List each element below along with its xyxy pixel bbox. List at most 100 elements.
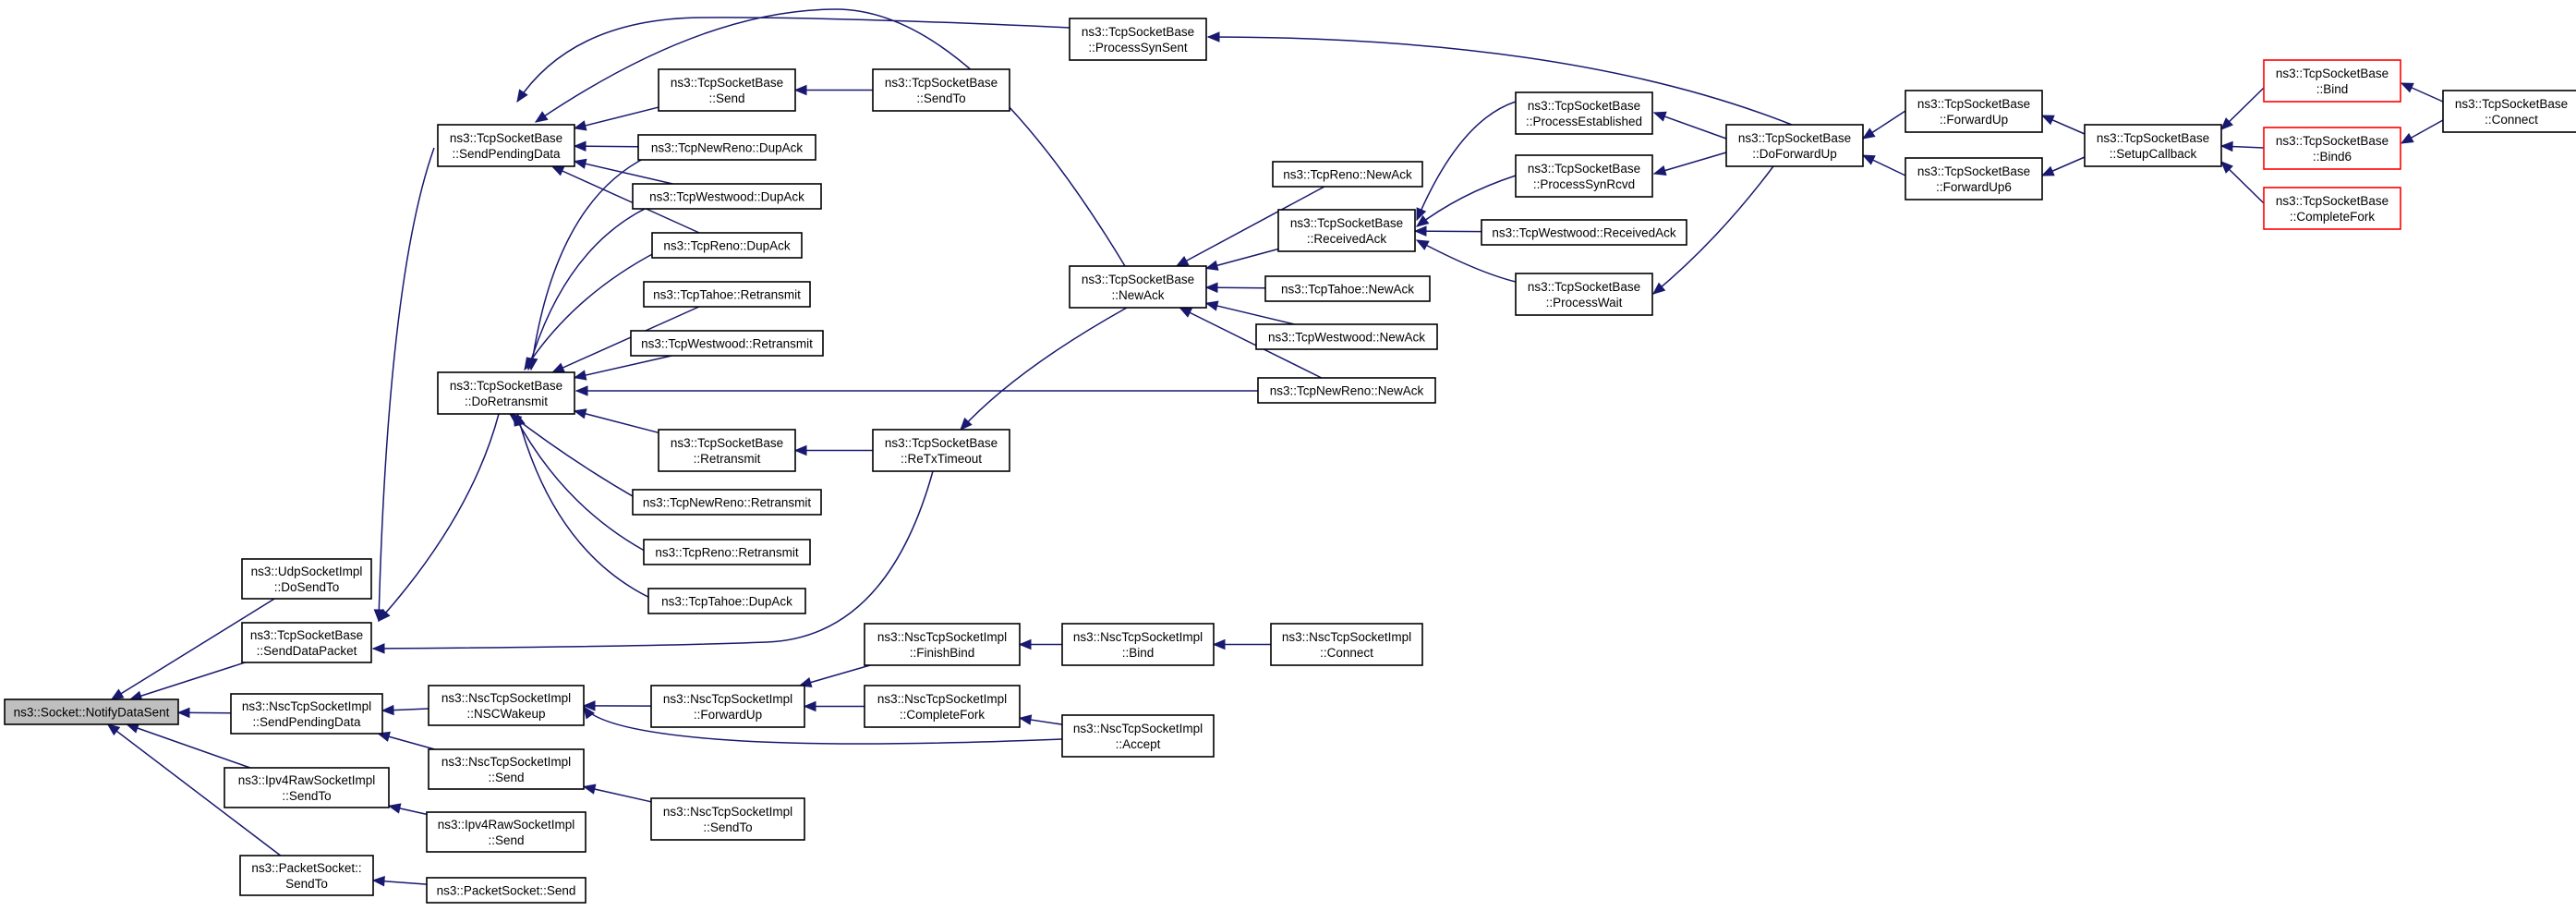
node-tcp-senddatapacket[interactable]: ns3::TcpSocketBase::SendDataPacket bbox=[241, 622, 372, 663]
node-label: ns3::TcpSocketBase bbox=[671, 76, 783, 90]
node-label: ::DoForwardUp bbox=[1752, 147, 1837, 161]
node-box bbox=[239, 855, 374, 896]
edge-reno_retransmit-to-tcp_doretransmit bbox=[513, 412, 652, 555]
edge-westwood_retransmit-to-tcp_doretransmit bbox=[573, 355, 672, 381]
node-nsc-finishbind[interactable]: ns3::NscTcpSocketImpl::FinishBind bbox=[864, 623, 1021, 666]
node-tcp-processsynrcvd[interactable]: ns3::TcpSocketBase::ProcessSynRcvd bbox=[1515, 154, 1653, 198]
node-ipv4raw-send[interactable]: ns3::Ipv4RawSocketImpl::Send bbox=[426, 811, 587, 853]
node-tcp-bind[interactable]: ns3::TcpSocketBase::Bind bbox=[2263, 59, 2401, 103]
edge-tcp_newack-to-tcp_retxtimeout bbox=[960, 307, 1128, 431]
arrowhead bbox=[803, 700, 816, 712]
node-tahoe-dupack[interactable]: ns3::TcpTahoe::DupAck bbox=[647, 588, 806, 614]
node-label: ::ProcessSynSent bbox=[1088, 41, 1188, 55]
node-tcp-doforwardup[interactable]: ns3::TcpSocketBase::DoForwardUp bbox=[1725, 124, 1864, 167]
node-tcp-processestablished[interactable]: ns3::TcpSocketBase::ProcessEstablished bbox=[1515, 91, 1653, 135]
node-label: ::CompleteFork bbox=[2290, 210, 2376, 224]
node-nsc-sendpendingdata[interactable]: ns3::NscTcpSocketImpl::SendPendingData bbox=[230, 693, 383, 735]
node-tcp-newack[interactable]: ns3::TcpSocketBase::NewAck bbox=[1069, 265, 1207, 309]
edge-line bbox=[516, 413, 657, 601]
arrowhead bbox=[1861, 128, 1876, 140]
edge-line bbox=[551, 165, 700, 234]
node-nsc-connect[interactable]: ns3::NscTcpSocketImpl::Connect bbox=[1270, 623, 1423, 666]
node-nsc-nscwakeup[interactable]: ns3::NscTcpSocketImpl::NSCWakeup bbox=[428, 685, 585, 726]
arrowhead bbox=[1652, 111, 1667, 122]
arrowhead bbox=[1018, 638, 1032, 650]
node-label: ns3::TcpSocketBase bbox=[1738, 131, 1851, 145]
edge-reno_dupack-to-tcp_doretransmit bbox=[524, 250, 659, 371]
edge-tcp_connect-to-tcp_bind6 bbox=[2400, 119, 2444, 144]
node-westwood-retransmit[interactable]: ns3::TcpWestwood::Retransmit bbox=[630, 330, 824, 357]
arrowhead bbox=[573, 140, 587, 152]
node-tcp-processsynsent[interactable]: ns3::TcpSocketBase::ProcessSynSent bbox=[1069, 18, 1207, 61]
node-tcp-bind6[interactable]: ns3::TcpSocketBase::Bind6 bbox=[2263, 127, 2401, 170]
node-box bbox=[658, 68, 796, 112]
arrowhead bbox=[1018, 714, 1033, 725]
node-tcp-sendpendingdata[interactable]: ns3::TcpSocketBase::SendPendingData bbox=[437, 124, 575, 167]
node-newreno-dupack[interactable]: ns3::TcpNewReno::DupAck bbox=[637, 134, 816, 161]
edge-westwood_receivedack-to-tcp_receivedack bbox=[1413, 225, 1482, 237]
node-newreno-retransmit[interactable]: ns3::TcpNewReno::Retransmit bbox=[632, 489, 822, 516]
node-label: ns3::NscTcpSocketImpl bbox=[1282, 630, 1411, 644]
edge-tcp_newack-to-tcp_sendpendingdata bbox=[534, 8, 1126, 267]
node-reno-retransmit[interactable]: ns3::TcpReno::Retransmit bbox=[643, 539, 811, 565]
node-tcp-sendto[interactable]: ns3::TcpSocketBase::SendTo bbox=[872, 68, 1010, 112]
edge-line bbox=[1176, 186, 1325, 267]
node-label: ns3::TcpTahoe::Retransmit bbox=[653, 288, 801, 302]
node-tcp-forwardup6[interactable]: ns3::TcpSocketBase::ForwardUp6 bbox=[1905, 157, 2043, 200]
node-ipv4raw-sendto[interactable]: ns3::Ipv4RawSocketImpl::SendTo bbox=[224, 767, 390, 808]
node-packet-send[interactable]: ns3::PacketSocket::Send bbox=[426, 877, 587, 904]
node-westwood-dupack[interactable]: ns3::TcpWestwood::DupAck bbox=[632, 183, 822, 210]
edge-line bbox=[574, 106, 659, 129]
node-reno-dupack[interactable]: ns3::TcpReno::DupAck bbox=[651, 232, 803, 259]
node-label: ::ProcessWait bbox=[1546, 296, 1623, 310]
node-label: ns3::TcpSocketBase bbox=[1528, 280, 1640, 294]
node-nsc-completefork[interactable]: ns3::NscTcpSocketImpl::CompleteFork bbox=[864, 685, 1021, 728]
node-tcp-doretransmit[interactable]: ns3::TcpSocketBase::DoRetransmit bbox=[437, 371, 575, 415]
arrowhead bbox=[387, 803, 402, 814]
node-tcp-processwait[interactable]: ns3::TcpSocketBase::ProcessWait bbox=[1515, 273, 1653, 316]
edge-nsc_forwardup-to-nsc_nscwakeup bbox=[582, 700, 652, 711]
edge-newreno_dupack-to-tcp_sendpendingdata bbox=[573, 140, 639, 152]
node-tcp-forwardup[interactable]: ns3::TcpSocketBase::ForwardUp bbox=[1905, 90, 2043, 133]
node-label: ns3::UdpSocketImpl bbox=[251, 565, 363, 578]
node-tcp-send[interactable]: ns3::TcpSocketBase::Send bbox=[658, 68, 796, 112]
arrowhead bbox=[514, 412, 526, 427]
node-box bbox=[2263, 127, 2401, 170]
node-tcp-retransmit[interactable]: ns3::TcpSocketBase::Retransmit bbox=[658, 429, 796, 472]
node-label: ns3::Ipv4RawSocketImpl bbox=[438, 818, 575, 832]
edge-line bbox=[799, 664, 871, 686]
node-tcp-setupcallback[interactable]: ns3::TcpSocketBase::SetupCallback bbox=[2084, 124, 2222, 167]
node-reno-newack[interactable]: ns3::TcpReno::NewAck bbox=[1272, 161, 1423, 188]
node-box bbox=[1515, 154, 1653, 198]
node-packet-sendto[interactable]: ns3::PacketSocket::SendTo bbox=[239, 855, 374, 896]
edge-line bbox=[574, 160, 673, 185]
node-tcp-connect[interactable]: ns3::TcpSocketBase::Connect bbox=[2442, 90, 2576, 133]
node-nsc-accept[interactable]: ns3::NscTcpSocketImpl::Accept bbox=[1061, 714, 1215, 758]
node-udp-dosendto[interactable]: ns3::UdpSocketImpl::DoSendTo bbox=[241, 558, 372, 600]
arrowhead bbox=[1415, 214, 1430, 227]
node-box bbox=[1061, 623, 1215, 666]
edge-nsc_accept-to-nsc_completefork bbox=[1018, 714, 1063, 725]
node-westwood-receivedack[interactable]: ns3::TcpWestwood::ReceivedAck bbox=[1481, 219, 1687, 246]
node-nsc-sendto[interactable]: ns3::NscTcpSocketImpl::SendTo bbox=[650, 797, 805, 841]
node-tahoe-retransmit[interactable]: ns3::TcpTahoe::Retransmit bbox=[643, 281, 811, 308]
node-tcp-completefork[interactable]: ns3::TcpSocketBase::CompleteFork bbox=[2263, 187, 2401, 230]
edge-tcp_bind-to-tcp_setupcallback bbox=[2220, 87, 2265, 130]
arrowhead bbox=[516, 89, 528, 103]
node-tahoe-newack[interactable]: ns3::TcpTahoe::NewAck bbox=[1264, 275, 1431, 302]
edge-line bbox=[1205, 302, 1295, 325]
node-nsc-bind[interactable]: ns3::NscTcpSocketImpl::Bind bbox=[1061, 623, 1215, 666]
node-nsc-forwardup[interactable]: ns3::NscTcpSocketImpl::ForwardUp bbox=[650, 685, 805, 728]
node-tcp-retxtimeout[interactable]: ns3::TcpSocketBase::ReTxTimeout bbox=[872, 429, 1010, 472]
node-westwood-newack[interactable]: ns3::TcpWestwood::NewAck bbox=[1255, 323, 1438, 350]
edge-newreno_newack-to-tcp_doretransmit bbox=[574, 385, 1258, 396]
node-nsc-send[interactable]: ns3::NscTcpSocketImpl::Send bbox=[428, 748, 585, 790]
edge-nsc_sendto-to-nsc_send bbox=[582, 783, 652, 803]
node-label: ::Send bbox=[708, 91, 744, 105]
node-label: ns3::TcpSocketBase bbox=[1290, 216, 1403, 230]
edge-line bbox=[524, 250, 659, 370]
node-newreno-newack[interactable]: ns3::TcpNewReno::NewAck bbox=[1257, 377, 1436, 404]
node-tcp-receivedack[interactable]: ns3::TcpSocketBase::ReceivedAck bbox=[1277, 209, 1416, 252]
arrowhead bbox=[582, 783, 597, 795]
arrowhead bbox=[798, 677, 813, 688]
